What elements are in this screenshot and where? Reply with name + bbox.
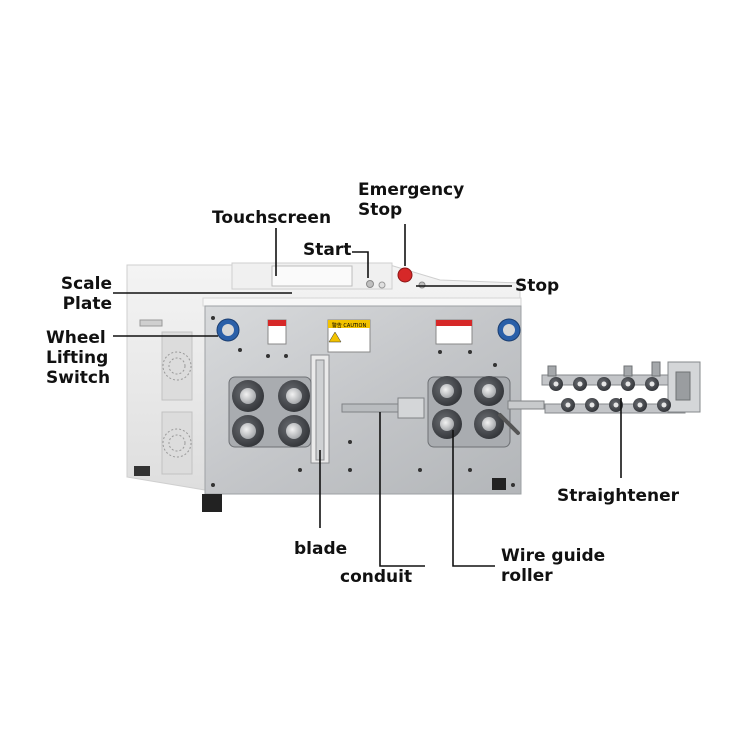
- caution-sticker-title: 警告 CAUTION: [332, 322, 367, 329]
- wire-exit-tube: [507, 400, 545, 410]
- stop-button[interactable]: [418, 281, 426, 289]
- label-touchscreen: Touchscreen: [212, 208, 332, 228]
- wire-guide-roller-set: [427, 376, 520, 448]
- wheel-lifting-switch-knob[interactable]: [216, 318, 240, 342]
- label-stop: Stop: [515, 276, 560, 296]
- panel-holes: [211, 316, 515, 487]
- label-wire-guide-roller: Wire guide roller: [501, 546, 606, 586]
- foot-right: [492, 478, 506, 490]
- fan-vent-top: [161, 331, 193, 401]
- status-light: [378, 281, 386, 289]
- fan-vent-bottom: [161, 411, 193, 475]
- left-roller-set: [228, 376, 312, 448]
- leader-lines: [113, 224, 622, 567]
- label-start: Start: [303, 240, 352, 260]
- label-conduit: conduit: [340, 567, 413, 587]
- foot-left: [202, 494, 222, 512]
- side-handle: [139, 319, 163, 327]
- conduit-tube: [341, 397, 425, 419]
- emergency-stop-button[interactable]: [397, 267, 413, 283]
- label-blade: blade: [294, 539, 348, 559]
- warning-sticker-right: [435, 319, 473, 345]
- straightener-unit: [541, 361, 701, 414]
- label-wheel-lifting-switch: Wheel Lifting Switch: [46, 328, 111, 388]
- start-button[interactable]: [366, 280, 374, 288]
- wheel-lifting-switch-knob-right[interactable]: [497, 318, 521, 342]
- label-straightener: Straightener: [557, 486, 679, 506]
- leader-start: [352, 251, 369, 278]
- leader-wire-guide-roller: [452, 430, 495, 567]
- touchscreen-panel: [231, 262, 393, 290]
- label-scale-plate: Scale Plate: [60, 274, 112, 314]
- caution-sticker: 警告 CAUTION: [327, 319, 371, 353]
- warning-sticker-left: [267, 319, 287, 345]
- leader-conduit: [379, 412, 425, 567]
- label-emergency-stop: Emergency Stop: [358, 180, 465, 220]
- blade-assembly: [310, 354, 330, 464]
- foot-back: [134, 466, 150, 476]
